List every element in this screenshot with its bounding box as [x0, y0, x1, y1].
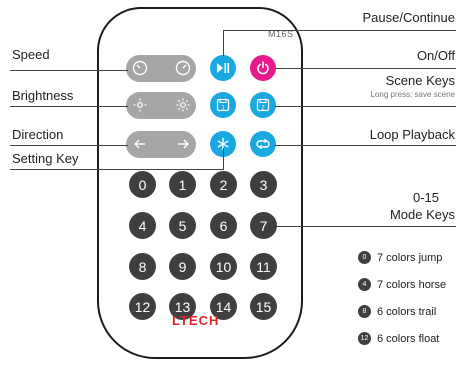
mode-key-8[interactable]: 8	[129, 253, 156, 280]
mode-key-1[interactable]: 1	[169, 171, 196, 198]
direction-left-button[interactable]	[127, 131, 153, 157]
speed-pill	[126, 55, 196, 82]
mode-key-4[interactable]: 4	[129, 212, 156, 239]
speed-label: Speed	[12, 47, 50, 62]
scene-key-1-label: 1	[221, 105, 225, 111]
setting-key-callout-riser	[223, 148, 224, 170]
legend-text: 6 colors trail	[377, 305, 437, 318]
mode-key-5[interactable]: 5	[169, 212, 196, 239]
direction-right-button[interactable]	[170, 131, 196, 157]
scene-key-2-button[interactable]: 2	[250, 92, 276, 118]
asterisk-icon	[217, 137, 229, 151]
direction-callout-line	[10, 145, 128, 146]
brightness-label: Brightness	[12, 88, 74, 103]
setting-key-callout-line	[10, 169, 224, 170]
legend-key-badge: 4	[358, 278, 371, 291]
speedometer-fast-icon	[175, 60, 191, 76]
legend-key-badge: 0	[358, 251, 371, 264]
play-pause-icon	[217, 63, 230, 73]
speed-up-button[interactable]	[170, 55, 196, 81]
on-off-callout-line	[275, 68, 456, 69]
mode-key-12[interactable]: 12	[129, 293, 156, 320]
save-scene-2-icon: 2	[256, 98, 270, 111]
direction-label: Direction	[12, 127, 64, 142]
mode-key-0[interactable]: 0	[129, 171, 156, 198]
pause-continue-button[interactable]	[210, 55, 236, 81]
mode-key-11[interactable]: 11	[250, 253, 277, 280]
arrow-left-icon	[134, 139, 145, 149]
mode-key-6[interactable]: 6	[210, 212, 237, 239]
legend-text: 7 colors jump	[377, 251, 443, 264]
legend-item: 12 6 colors float	[358, 332, 439, 345]
arrow-right-icon	[178, 139, 189, 149]
mode-key-2[interactable]: 2	[210, 171, 237, 198]
mode-keys-label-line1: 0-15	[412, 190, 439, 205]
mode-key-9[interactable]: 9	[169, 253, 196, 280]
brightness-down-button[interactable]	[127, 92, 153, 118]
on-off-button[interactable]	[250, 55, 276, 81]
speedometer-slow-icon	[132, 60, 148, 76]
mode-key-13[interactable]: 13	[169, 293, 196, 320]
loop-playback-label: Loop Playback	[369, 127, 455, 142]
scene-key-1-button[interactable]: 1	[210, 92, 236, 118]
scene-key-2-label: 2	[261, 105, 265, 111]
pause-callout-riser	[223, 30, 224, 56]
sun-dim-icon	[133, 98, 147, 112]
loop-icon	[256, 138, 270, 150]
legend-key-badge: 8	[358, 305, 371, 318]
loop-callout-line	[275, 145, 456, 146]
legend-item: 0 7 colors jump	[358, 251, 442, 264]
speed-down-button[interactable]	[127, 55, 153, 81]
pause-callout-line	[223, 30, 456, 31]
power-icon	[257, 61, 269, 75]
mode-key-7[interactable]: 7	[250, 212, 277, 239]
scene-keys-label: Scene Keys	[385, 73, 455, 88]
save-scene-1-icon: 1	[216, 98, 230, 111]
speed-callout-line	[10, 70, 128, 71]
mode-keys-callout-line	[277, 226, 456, 227]
brightness-up-button[interactable]	[170, 92, 196, 118]
legend-key-badge: 12	[358, 332, 371, 345]
mode-key-14[interactable]: 14	[210, 293, 237, 320]
loop-playback-button[interactable]	[250, 131, 276, 157]
mode-keys-label-line2: Mode Keys	[389, 207, 455, 222]
scene-keys-sublabel: Long press: save scene	[370, 90, 456, 99]
sun-bright-icon	[176, 98, 190, 112]
model-label: M16S	[268, 29, 294, 39]
mode-key-15[interactable]: 15	[250, 293, 277, 320]
legend-item: 4 7 colors horse	[358, 278, 446, 291]
scene-keys-callout-line	[275, 106, 456, 107]
legend-item: 8 6 colors trail	[358, 305, 436, 318]
mode-key-10[interactable]: 10	[210, 253, 237, 280]
setting-key-label: Setting Key	[12, 151, 79, 166]
brand-logo: LTECH	[172, 313, 220, 328]
mode-key-3[interactable]: 3	[250, 171, 277, 198]
on-off-label: On/Off	[416, 48, 455, 63]
pause-continue-label: Pause/Continue	[362, 10, 455, 25]
brightness-callout-line	[10, 106, 128, 107]
legend-text: 6 colors float	[377, 332, 440, 345]
legend-text: 7 colors horse	[377, 278, 447, 291]
